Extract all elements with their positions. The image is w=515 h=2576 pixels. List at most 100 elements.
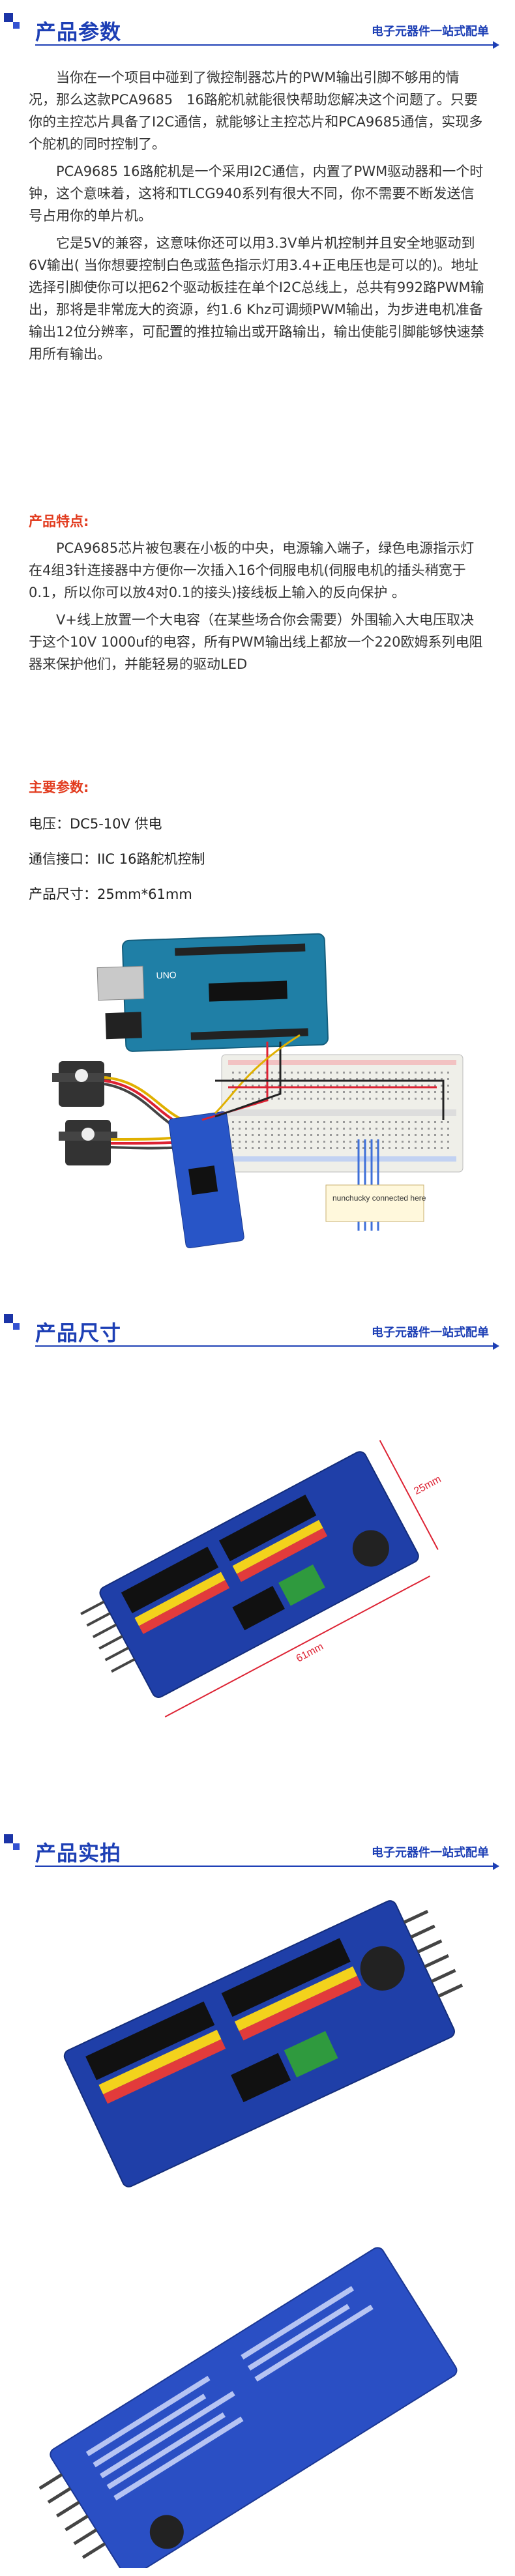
breadboard-hole: [434, 1147, 436, 1149]
breadboard-hole: [258, 1078, 260, 1080]
breadboard-hole: [421, 1128, 423, 1130]
breadboard-hole: [428, 1078, 430, 1080]
breadboard-hole: [447, 1134, 449, 1136]
breadboard-hole: [239, 1078, 241, 1080]
breadboard-hole: [265, 1072, 267, 1074]
intro-paragraph: 当你在一个项目中碰到了微控制器芯片的PWM输出引脚不够用的情况，那么这款PCA9…: [29, 70, 483, 152]
breadboard-hole: [447, 1141, 449, 1143]
breadboard-hole: [428, 1121, 430, 1123]
breadboard-hole: [239, 1141, 241, 1143]
breadboard-hole: [447, 1098, 449, 1100]
breadboard-hole: [447, 1128, 449, 1130]
breadboard-hole: [434, 1078, 436, 1080]
breadboard-hole: [389, 1141, 390, 1143]
breadboard-hole: [284, 1085, 286, 1087]
breadboard-hole: [336, 1121, 338, 1123]
breadboard-hole: [356, 1098, 358, 1100]
header-rule: [35, 41, 499, 49]
breadboard-hole: [362, 1098, 364, 1100]
breadboard-hole: [421, 1091, 423, 1093]
breadboard-hole: [362, 1141, 364, 1143]
breadboard-hole: [375, 1121, 377, 1123]
breadboard-hole: [375, 1072, 377, 1074]
breadboard-hole: [356, 1134, 358, 1136]
breadboard-hole: [330, 1141, 332, 1143]
breadboard-hole: [343, 1072, 345, 1074]
breadboard-hole: [447, 1121, 449, 1123]
breadboard-hole: [323, 1147, 325, 1149]
section-header-params: 产品参数 电子元器件一站式配单: [0, 9, 515, 51]
breadboard-hole: [258, 1134, 260, 1136]
section-title: 产品实拍: [35, 1841, 122, 1866]
breadboard-hole: [362, 1085, 364, 1087]
breadboard-hole: [434, 1141, 436, 1143]
breadboard-hole: [252, 1141, 254, 1143]
breadboard-hole: [291, 1141, 293, 1143]
breadboard-hole: [336, 1078, 338, 1080]
dimension-drawing: 61mm 25mm: [80, 1440, 443, 1718]
section-title: 产品尺寸: [35, 1321, 122, 1345]
breadboard-hole: [258, 1072, 260, 1074]
features-text: PCA9685芯片被包裹在小板的中央，电源输入端子，绿色电源指示灯在4组3针连接…: [29, 537, 485, 675]
breadboard-hole: [395, 1128, 397, 1130]
breadboard-hole: [317, 1141, 319, 1143]
breadboard-hole: [297, 1121, 299, 1123]
breadboard-hole: [375, 1078, 377, 1080]
breadboard-hole: [284, 1128, 286, 1130]
breadboard-hole: [434, 1128, 436, 1130]
servo-top: [52, 1061, 111, 1107]
breadboard-hole: [258, 1121, 260, 1123]
breadboard-hole: [317, 1121, 319, 1123]
breadboard-hole: [232, 1134, 234, 1136]
header-rule: [35, 1342, 499, 1350]
breadboard-hole: [441, 1134, 443, 1136]
breadboard-hole: [375, 1091, 377, 1093]
product-photo-top: [63, 1900, 464, 2188]
breadboard-hole: [408, 1091, 410, 1093]
breadboard-hole: [415, 1072, 417, 1074]
breadboard-hole: [349, 1121, 351, 1123]
breadboard-hole: [284, 1141, 286, 1143]
breadboard-hole: [239, 1072, 241, 1074]
breadboard-hole: [369, 1078, 371, 1080]
breadboard-hole: [408, 1147, 410, 1149]
breadboard-hole: [362, 1134, 364, 1136]
breadboard-hole: [278, 1072, 280, 1074]
breadboard-hole: [415, 1091, 417, 1093]
breadboard-hole: [278, 1141, 280, 1143]
breadboard-hole: [323, 1121, 325, 1123]
breadboard-hole: [362, 1128, 364, 1130]
breadboard-hole: [265, 1091, 267, 1093]
breadboard-hole: [369, 1085, 371, 1087]
pca9685-board: [168, 1111, 244, 1249]
breadboard-hole: [389, 1078, 390, 1080]
breadboard-hole: [297, 1072, 299, 1074]
breadboard-hole: [408, 1141, 410, 1143]
breadboard-hole: [395, 1098, 397, 1100]
breadboard-hole: [375, 1147, 377, 1149]
breadboard-hole: [343, 1147, 345, 1149]
breadboard-hole: [428, 1147, 430, 1149]
spec-size: 产品尺寸：25mm*61mm: [29, 886, 192, 902]
breadboard-hole: [271, 1128, 273, 1130]
breadboard-hole: [349, 1134, 351, 1136]
breadboard-hole: [310, 1134, 312, 1136]
breadboard-hole: [239, 1134, 241, 1136]
breadboard-hole: [245, 1128, 247, 1130]
breadboard-hole: [271, 1147, 273, 1149]
breadboard-hole: [336, 1091, 338, 1093]
capacitor: [352, 1530, 389, 1567]
intro-paragraph: 它是5V的兼容，这意味你还可以用3.3V单片机控制并且安全地驱动到6V输出( 当…: [29, 235, 484, 362]
breadboard-hole: [402, 1098, 404, 1100]
breadboard-hole: [434, 1072, 436, 1074]
breadboard-hole: [402, 1072, 404, 1074]
section-title: 产品参数: [35, 20, 122, 44]
breadboard-hole: [415, 1128, 417, 1130]
breadboard-hole: [415, 1085, 417, 1087]
breadboard-hole: [304, 1147, 306, 1149]
breadboard-hole: [382, 1134, 384, 1136]
spec-voltage: 电压：DC5-10V 供电: [29, 816, 162, 832]
svg-text:UNO: UNO: [156, 969, 177, 980]
breadboard-hole: [265, 1141, 267, 1143]
breadboard-hole: [278, 1078, 280, 1080]
